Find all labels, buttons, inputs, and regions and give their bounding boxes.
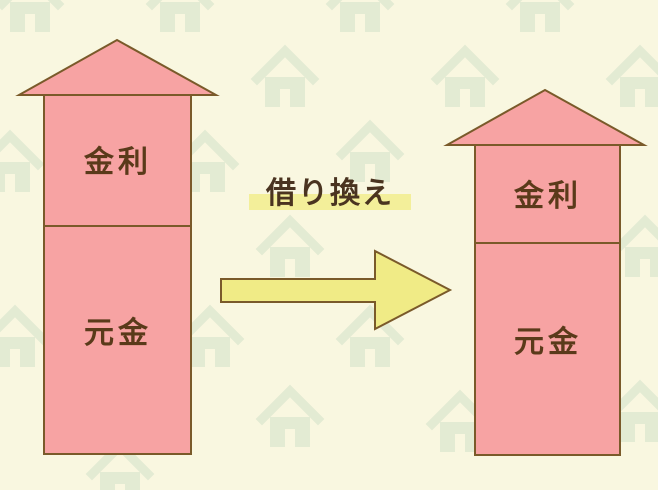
arrow-shape (220, 249, 453, 331)
right-principal-block (474, 242, 621, 456)
left-principal-label: 元金 (84, 316, 152, 351)
left-house: 金利 元金 (15, 38, 220, 455)
right-interest-label: 金利 (513, 179, 582, 214)
right-interest-block (474, 144, 621, 244)
house-icon (2, 0, 58, 32)
caption-highlight (249, 194, 411, 210)
house-icon (152, 0, 208, 32)
left-interest-block (43, 94, 192, 227)
right-house: 金利 元金 (443, 88, 648, 456)
house-icon (512, 0, 568, 32)
refinance-arrow (220, 249, 453, 331)
left-interest-label: 金利 (83, 145, 152, 180)
arrow-caption: 借り換え (249, 176, 411, 211)
left-principal-block (43, 225, 192, 455)
house-icon (332, 0, 388, 32)
right-principal-label: 元金 (514, 325, 582, 360)
caption-text: 借り換え (265, 176, 394, 211)
